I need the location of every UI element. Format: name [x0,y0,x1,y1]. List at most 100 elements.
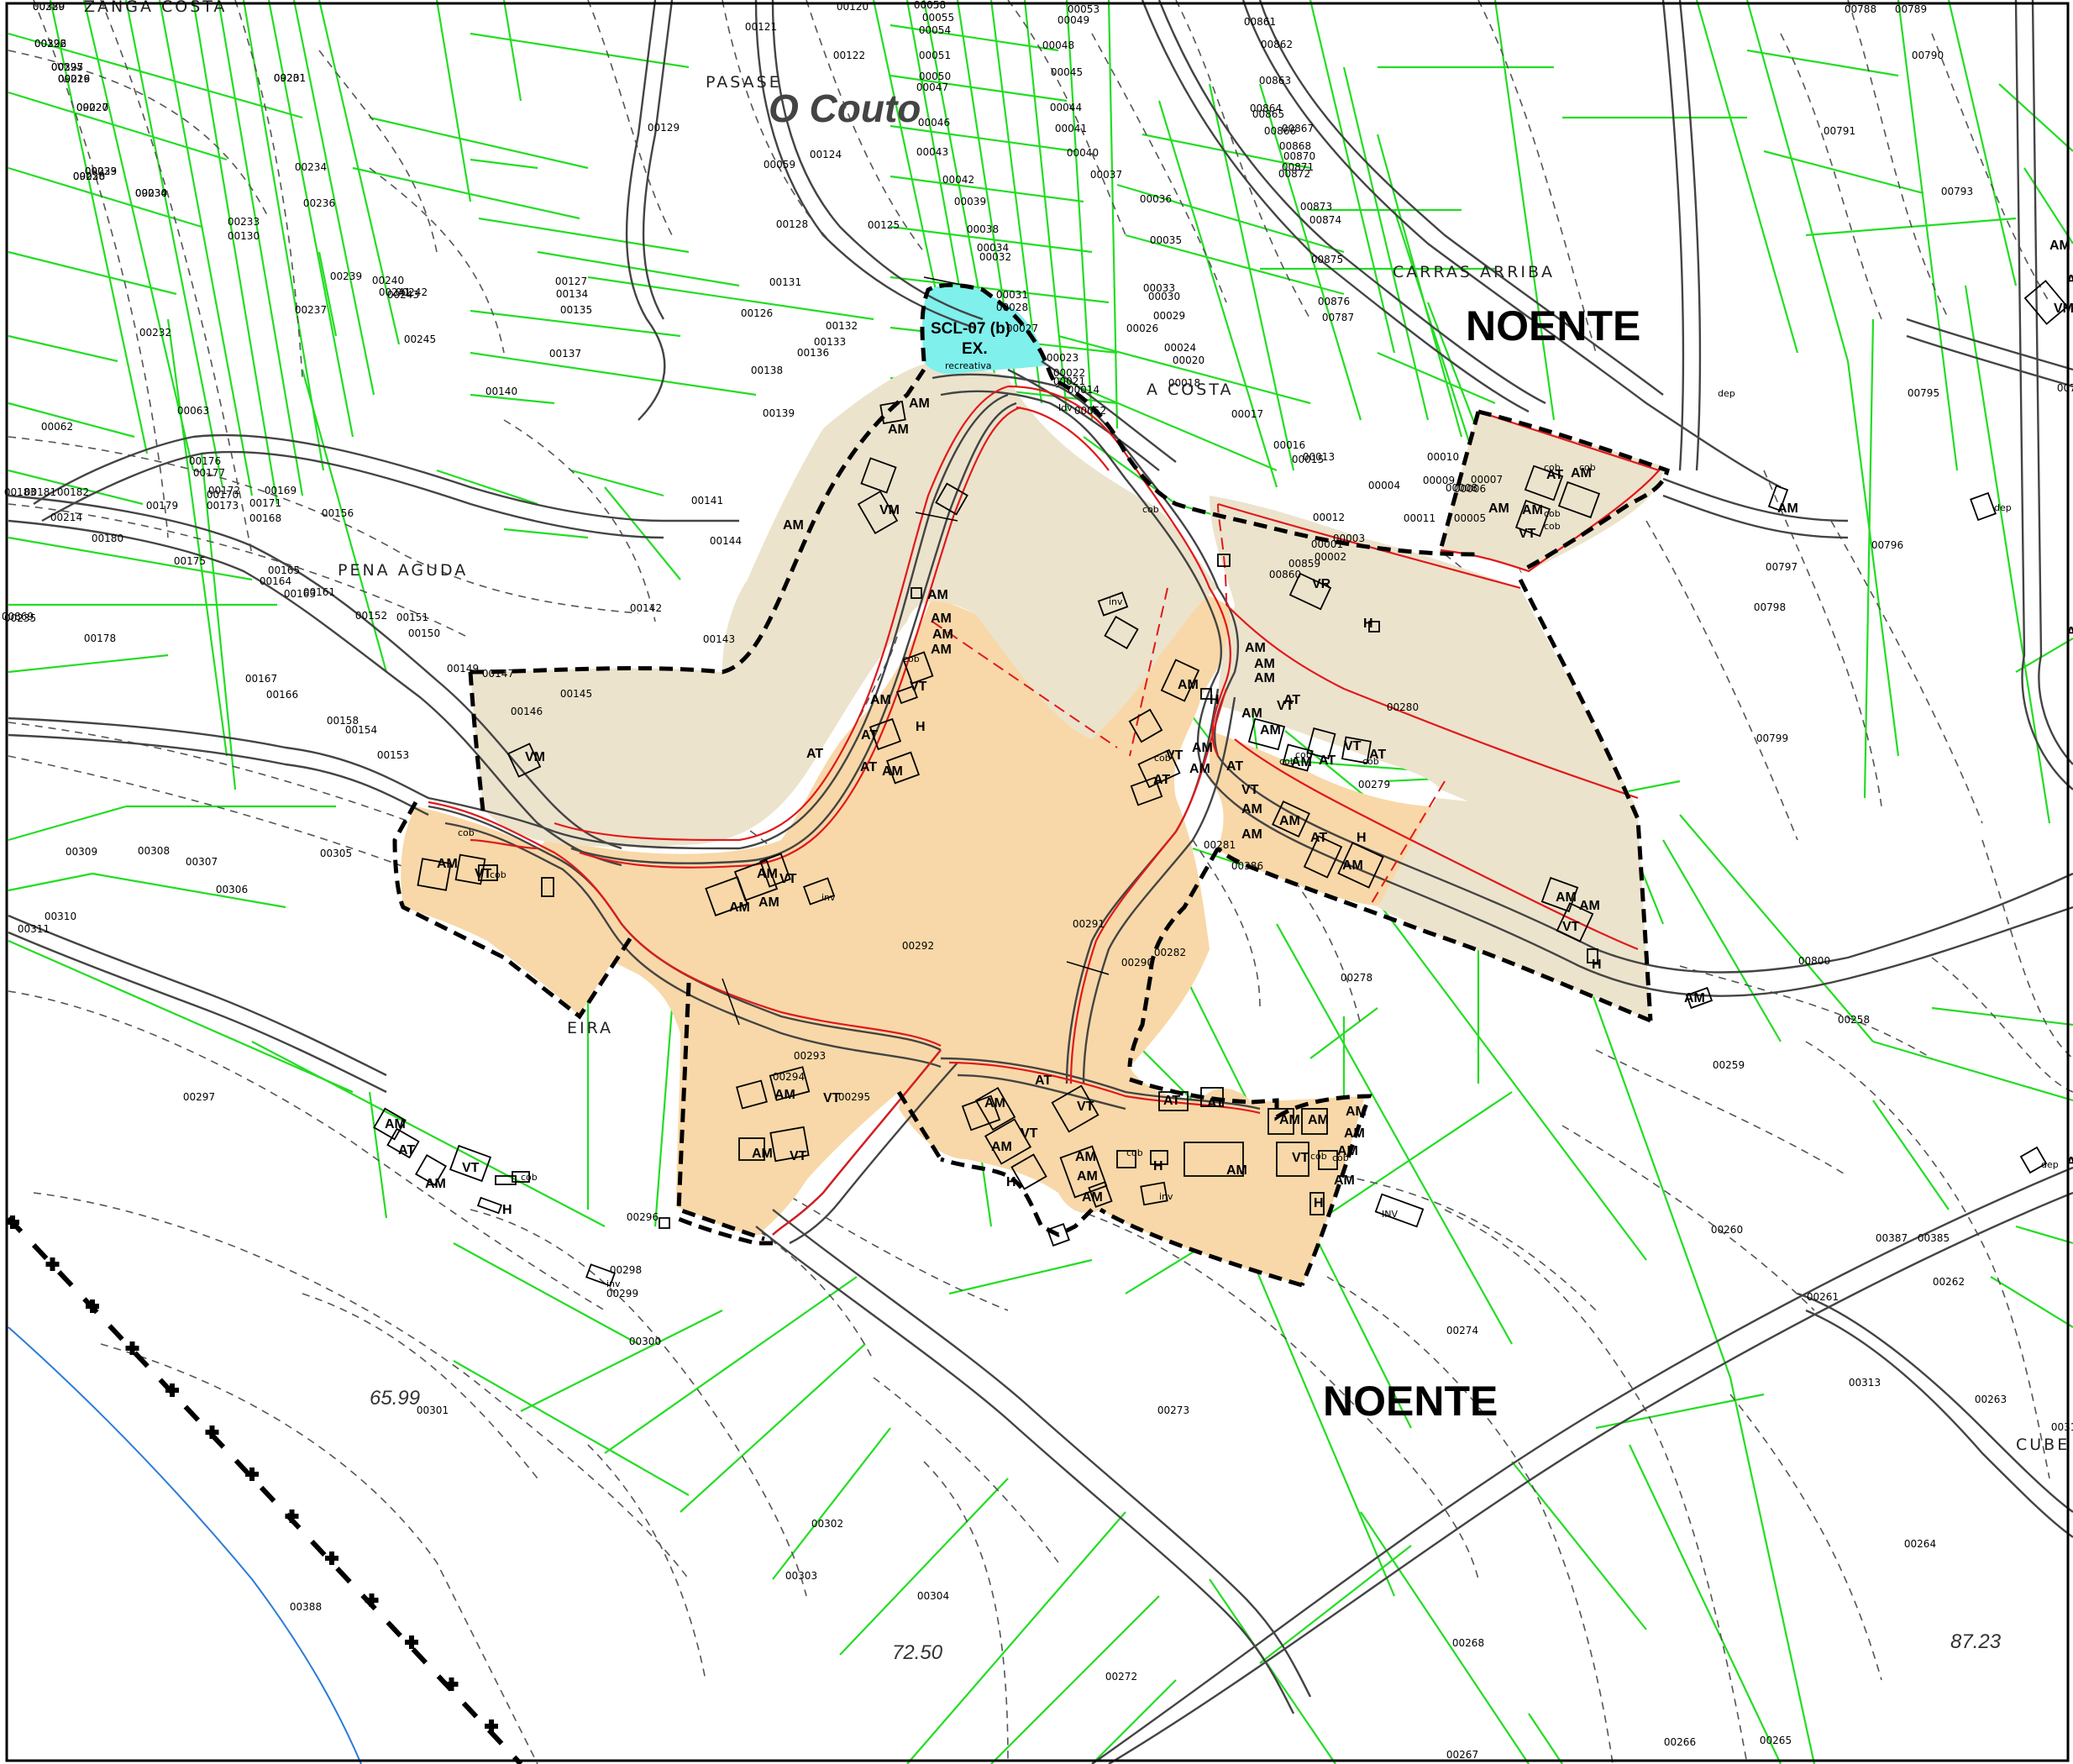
parcel-number: 00273 [1157,1404,1189,1416]
building-use-label: AT [860,760,877,774]
map-title: O Couto [769,87,921,130]
parcel-number: 00292 [902,940,934,952]
building-use-label: AM [437,857,458,871]
parcel-number: 00263 [1975,1394,2007,1405]
parcel-number: 00177 [193,467,225,479]
building-use-label: VM [525,750,545,764]
building-use-label: AM [1579,899,1600,913]
parcel-number: 00173 [207,500,239,512]
building-use-label: AM [774,1088,795,1102]
parcel-number: 00385 [1918,1232,1950,1244]
zone-label-south: NOENTE [1323,1378,1498,1425]
parcel-number: 00130 [228,230,260,242]
parcel-number: 00039 [954,196,986,207]
parcel-number: 00022 [1053,367,1085,379]
parcel-number: 00236 [303,197,335,209]
parcel-number: 00052 [1074,405,1106,417]
building-use-label: AM [1522,503,1543,517]
parcel-number: 00311 [18,923,50,935]
annotation-label: dep [1994,502,2012,513]
parcel-number: 00866 [1264,125,1296,137]
building-use-label: AM [984,1096,1005,1110]
building-use-label: VT [1166,748,1183,763]
parcel-number: 00872 [1278,168,1310,180]
parcel-number: 00267 [1446,1749,1478,1761]
parcel-number: 00800 [1798,955,1830,967]
annotation-label: cob [1310,1151,1327,1162]
boundary-cross [205,1425,219,1439]
parcel-number: 00795 [1908,387,1939,399]
parcel-number: 00127 [555,276,587,287]
building-use-label: AM [757,867,778,881]
building-use-label: AM [927,588,948,602]
parcel-number: 00386 [1231,860,1263,872]
building-use-label: AT [1207,1096,1224,1110]
parcel-number: 00131 [769,276,801,288]
parcel-number: 00138 [751,365,783,376]
parcel-number: 00036 [1140,193,1172,205]
parcel-number: 00242 [396,286,428,298]
building-use-label: AM [1245,641,1266,655]
parcel-number: 00262 [1933,1276,1965,1288]
building-use-label: AM [1254,671,1275,685]
parcel-number: 00046 [918,117,950,129]
parcel-number: 00182 [57,486,89,498]
parcel-number: 00053 [1068,3,1099,15]
parcel-number: 00397 [51,61,83,73]
parcel-number: 00312 [2051,1421,2073,1433]
scl-label: SCL-07 (b) EX. recreativa [931,320,1010,371]
parcel-number: 00050 [919,71,951,82]
annotation-label: cob [458,827,475,838]
building-use-label: VT [823,1091,841,1105]
parcel-number: 00264 [1904,1538,1936,1550]
building-use-label: AM [752,1147,773,1161]
parcel-number: 00310 [45,911,76,922]
parcel-number: 00020 [1173,354,1204,366]
building-use-label: AM [1344,1126,1365,1141]
parcel-number: 00875 [1311,254,1343,265]
building-use-label: AT [1283,693,1300,707]
parcel-number: 00030 [1148,291,1180,302]
parcel-number: 00787 [1322,312,1354,323]
parcel-number: 00793 [1941,186,1973,197]
place-name: PASASE [706,73,782,92]
place-name: CUBE [2016,1436,2070,1454]
building-use-label: AM [1075,1150,1096,1164]
parcel-number: 00124 [810,149,842,160]
parcel-number: 00861 [1244,16,1276,28]
parcel-number: 00226 [58,73,90,85]
zone-label-north: NOENTE [1466,302,1640,349]
building-use-label: AM [1571,466,1592,480]
parcel-number: 00132 [826,320,858,332]
building-use-label: AM [1082,1190,1103,1205]
road-width-marks [722,276,1110,1026]
parcel-number: 00229 [85,165,117,177]
annotation-label: cob [1544,462,1561,473]
parcel-number: 00225 [51,61,83,73]
boundary-cross [365,1593,379,1607]
parcel-number: 00040 [1067,147,1099,159]
parcel-number: 00272 [1105,1671,1137,1683]
building-use-label: AT [1035,1074,1052,1088]
parcel-number: 00234 [295,161,327,173]
parcel-number: 00305 [320,848,352,859]
parcel-number: 00178 [84,633,116,644]
parcel-number: 00126 [741,307,773,319]
parcel-number: 00874 [1309,214,1341,226]
building-use-label: AM [1241,706,1262,721]
parcel-number: 00143 [703,633,735,645]
parcel-number: 00125 [868,219,900,231]
building-use-label: AM [931,612,952,626]
parcel-number: 00035 [1150,234,1182,246]
place-name: A COSTA [1147,381,1233,399]
parcel-number: 00259 [1713,1059,1745,1071]
parcel-number: 00006 [1454,483,1486,495]
boundary-cross [45,1257,60,1271]
parcel-number: 00031 [996,289,1028,301]
parcel-number: 00007 [1471,474,1503,486]
building-use-label: VT [1562,920,1580,934]
building-use-label: AM [1556,890,1577,905]
building-use-label: AT [806,747,823,761]
